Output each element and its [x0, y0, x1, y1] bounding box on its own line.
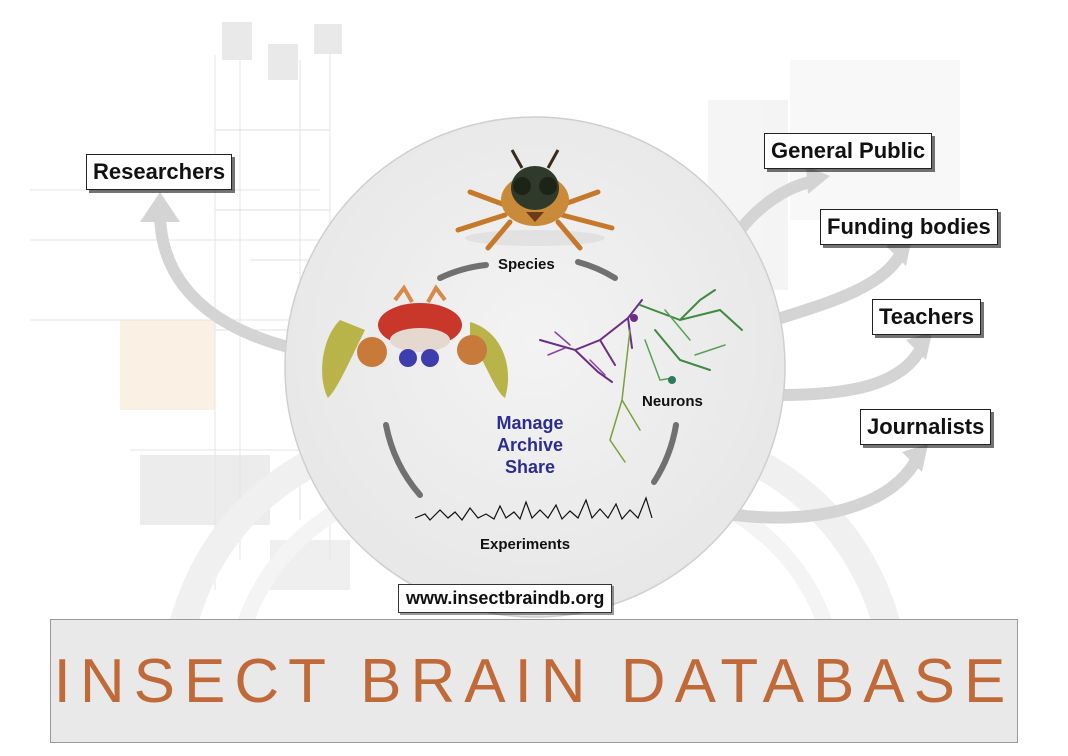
label-researchers: Researchers [86, 154, 233, 190]
arrow-journalists [729, 444, 928, 524]
arrow-funding-bodies [769, 238, 912, 326]
experiment-trace [414, 496, 653, 521]
bee-icon [455, 149, 615, 251]
actions-list: Manage Archive Share [470, 412, 590, 478]
website-url[interactable]: www.insectbraindb.org [398, 584, 613, 613]
label-neurons: Neurons [642, 393, 703, 410]
label-funding-bodies: Funding bodies [820, 209, 998, 245]
banner-title: INSECT BRAIN DATABASE [53, 646, 1015, 716]
action-archive: Archive [496, 435, 564, 455]
cycle-ring [383, 259, 679, 498]
title-banner: INSECT BRAIN DATABASE [50, 619, 1018, 743]
action-share: Share [504, 457, 556, 477]
central-circle [284, 116, 786, 618]
neuron-icon [539, 289, 743, 463]
arrow-general-public [734, 166, 830, 236]
label-experiments: Experiments [480, 536, 571, 553]
label-species: Species [498, 256, 555, 273]
label-journalists: Journalists [860, 409, 992, 445]
arrow-researchers [140, 192, 298, 354]
label-teachers: Teachers [872, 299, 981, 335]
brain-icon [322, 284, 509, 398]
arrow-teachers [774, 332, 932, 401]
label-general-public: General Public [764, 133, 933, 169]
action-manage: Manage [496, 413, 564, 433]
